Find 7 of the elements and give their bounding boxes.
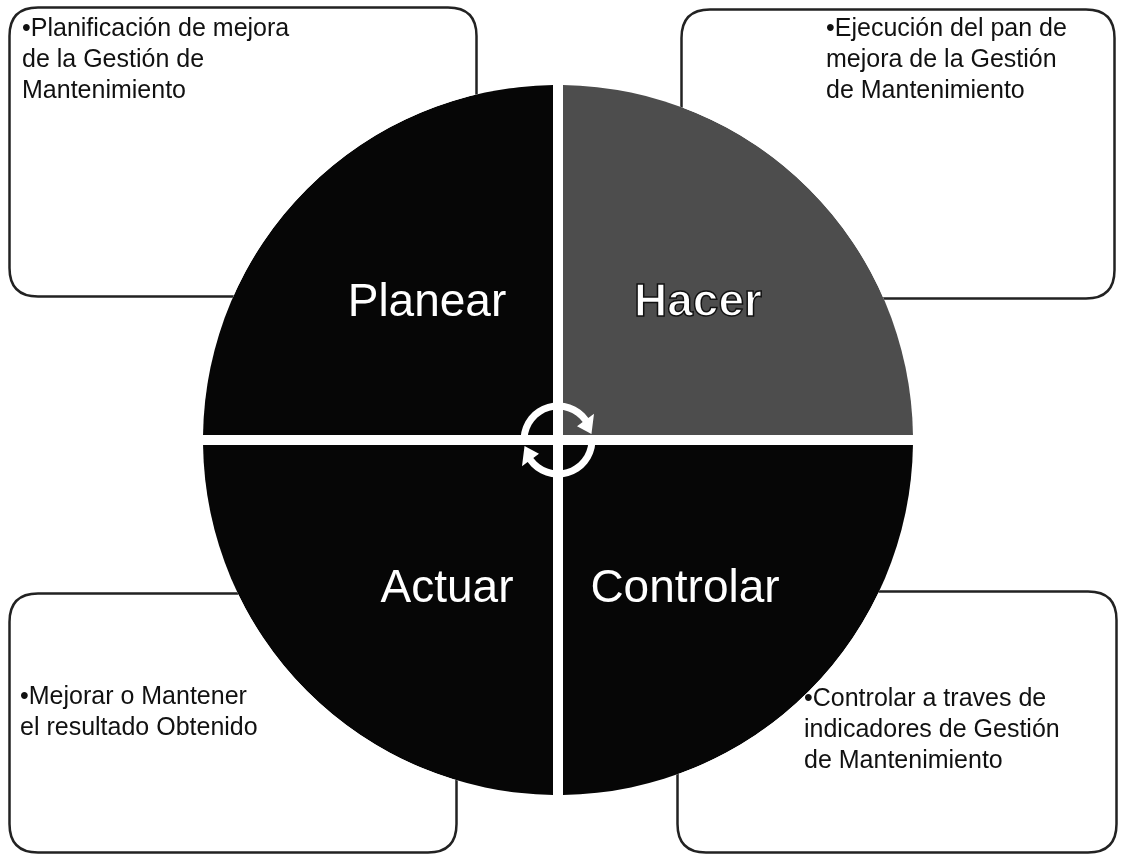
note-text: •Ejecución del pan de mejora de la Gestión de Mantenimiento — [826, 12, 1068, 105]
phase-label: Planear — [347, 273, 507, 327]
phase-label: Controlar — [590, 559, 780, 613]
phase-label: Actuar — [380, 559, 514, 613]
note-text: •Controlar a traves de indicadores de Gestión de Mantenimiento — [804, 682, 1061, 775]
note-text: •Planificación de mejora de la Gestión de Mantenimiento — [22, 12, 291, 105]
note-text: •Mejorar o Mantener el resultado Obtenido — [20, 680, 259, 742]
